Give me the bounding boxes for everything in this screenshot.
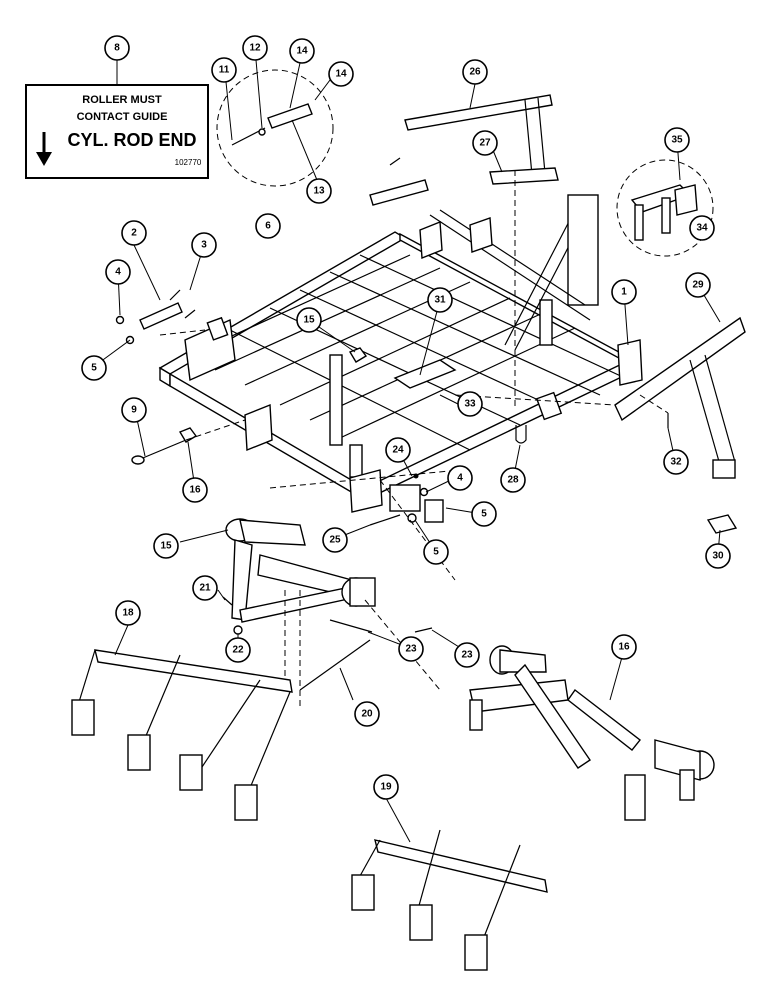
svg-text:22: 22 (232, 645, 244, 656)
svg-text:19: 19 (380, 782, 392, 793)
svg-text:6: 6 (265, 221, 271, 232)
callout-4-top: 4 (105, 259, 131, 285)
decal-line1: ROLLER MUST (82, 94, 162, 106)
callout-35: 35 (664, 127, 690, 153)
svg-text:8: 8 (114, 43, 120, 54)
stand-leg (614, 316, 746, 534)
shank-bar-3 (351, 829, 548, 971)
svg-text:26: 26 (469, 67, 481, 78)
svg-text:4: 4 (115, 267, 121, 278)
detail-clip (630, 184, 698, 241)
callout-17: 18 (115, 600, 141, 626)
svg-text:27: 27 (479, 138, 491, 149)
callout-16: 16 (611, 634, 637, 660)
callout-27: 27 (472, 130, 498, 156)
callout-7: 11 (211, 57, 237, 83)
decal: ROLLER MUST CONTACT GUIDE CYL. ROD END 1… (25, 84, 209, 179)
decal-line2: CONTACT GUIDE (77, 111, 168, 123)
svg-text:31: 31 (434, 295, 446, 306)
callout-20: 21 (192, 575, 218, 601)
svg-text:18: 18 (122, 608, 134, 619)
svg-text:21: 21 (199, 583, 211, 594)
callout-21: 22 (225, 637, 251, 663)
callout-10: 14 (289, 38, 315, 64)
callout-3: 3 (191, 232, 217, 258)
callout-5-bottom: 5 (423, 539, 449, 565)
decal-line3: CYL. ROD END (67, 130, 196, 150)
svg-text:29: 29 (692, 280, 704, 291)
callout-14-top: 15 (296, 307, 322, 333)
svg-text:16: 16 (189, 485, 201, 496)
svg-text:11: 11 (219, 65, 230, 76)
svg-text:14: 14 (335, 69, 347, 80)
svg-text:1: 1 (621, 287, 627, 298)
callout-24: 24 (385, 437, 411, 463)
callout-29: 29 (685, 272, 711, 298)
svg-text:20: 20 (361, 709, 373, 720)
callout-31: 31 (427, 287, 453, 313)
svg-text:28: 28 (507, 475, 519, 486)
callout-1: 1 (611, 279, 637, 305)
callout-6: 6 (255, 213, 281, 239)
callout-13: 9 (121, 397, 147, 423)
assembly-lines (159, 69, 714, 710)
callout-11: 14 (328, 61, 354, 87)
rocker-assembly-right (469, 645, 715, 821)
callout-12: 8 (104, 35, 130, 61)
callout-2: 2 (121, 220, 147, 246)
callout-25: 25 (322, 527, 348, 553)
shank-bar-4 (71, 649, 293, 821)
svg-text:2: 2 (131, 228, 137, 239)
svg-text:23: 23 (405, 644, 417, 655)
svg-text:34: 34 (696, 223, 708, 234)
callout-9: 13 (306, 178, 332, 204)
callout-32: 32 (663, 449, 689, 475)
decal-frame (25, 84, 209, 179)
callout-34: 34 (689, 215, 715, 241)
callout-5-right: 5 (471, 501, 497, 527)
callout-33: 33 (457, 391, 483, 417)
svg-text:4: 4 (457, 473, 463, 484)
svg-text:5: 5 (91, 363, 97, 374)
svg-text:23: 23 (461, 650, 473, 661)
decal-code: 102770 (175, 158, 202, 167)
svg-text:32: 32 (670, 457, 682, 468)
svg-text:30: 30 (712, 551, 724, 562)
callout-19: 20 (354, 701, 380, 727)
detail-circle-6 (216, 69, 334, 187)
svg-text:5: 5 (481, 509, 487, 520)
main-frame (158, 194, 643, 513)
svg-text:14: 14 (296, 46, 308, 57)
rocker-assembly (225, 518, 376, 623)
svg-text:25: 25 (329, 535, 341, 546)
detail-circle-34 (616, 159, 714, 257)
svg-text:16: 16 (618, 642, 630, 653)
svg-text:24: 24 (392, 445, 404, 456)
callout-15: 15 (153, 533, 179, 559)
callout-23: 23 (454, 642, 480, 668)
callout-14-bottom: 16 (182, 477, 208, 503)
callout-18: 19 (373, 774, 399, 800)
callout-4-bottom: 4 (447, 465, 473, 491)
top-bracket (404, 94, 559, 185)
callout-28: 28 (500, 467, 526, 493)
svg-text:15: 15 (303, 315, 315, 326)
callout-8: 12 (242, 35, 268, 61)
svg-text:13: 13 (313, 186, 325, 197)
down-arrow-icon (36, 132, 52, 166)
svg-text:9: 9 (131, 405, 137, 416)
callout-5-left: 5 (81, 355, 107, 381)
callout-22: 23 (398, 636, 424, 662)
svg-text:12: 12 (249, 43, 261, 54)
svg-text:3: 3 (201, 240, 207, 251)
callout-26: 26 (462, 59, 488, 85)
callouts: 8 11 12 14 14 13 6 26 27 35 34 2 3 4 5 1… (81, 35, 731, 800)
svg-text:15: 15 (160, 541, 172, 552)
svg-text:33: 33 (464, 399, 476, 410)
svg-text:5: 5 (433, 547, 439, 558)
callout-30: 30 (705, 543, 731, 569)
svg-text:35: 35 (671, 135, 683, 146)
